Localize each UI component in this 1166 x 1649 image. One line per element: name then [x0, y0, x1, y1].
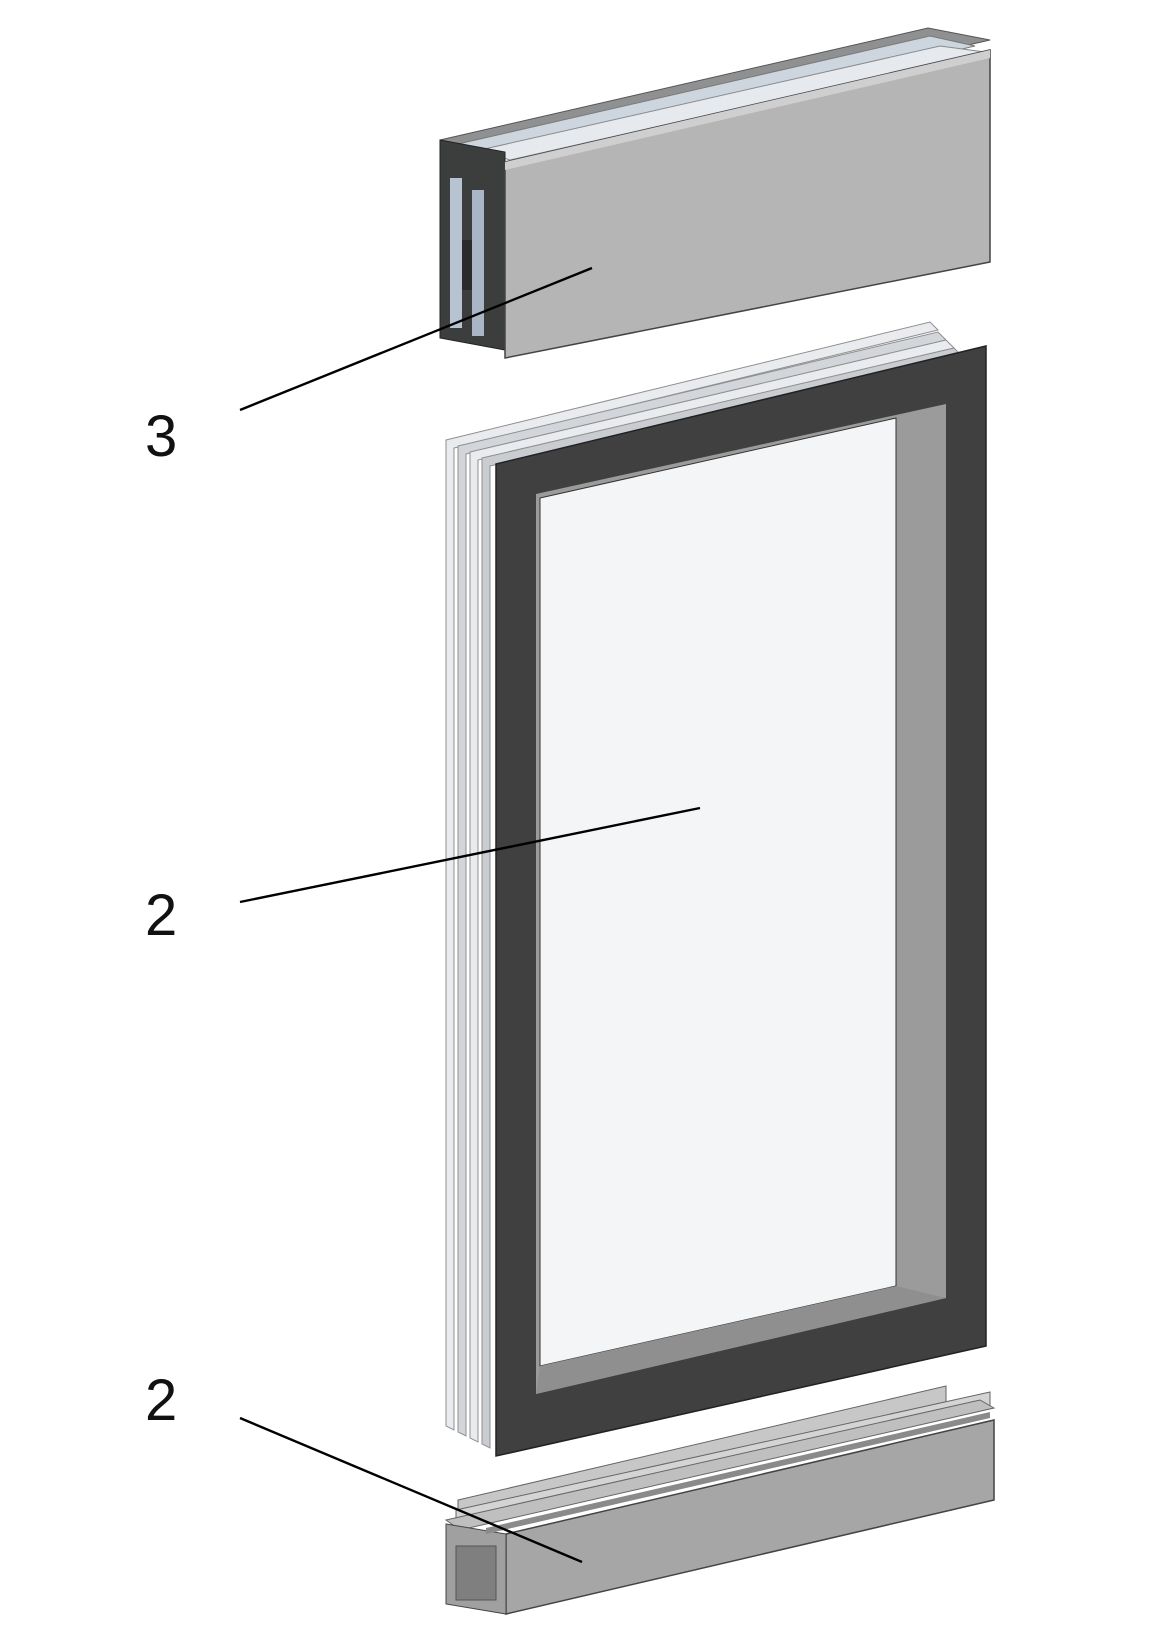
frame-reveal-bottom	[536, 1286, 946, 1394]
profile-layer-4	[481, 347, 963, 1449]
head-end-channel-right	[472, 190, 484, 336]
leader-line-2-sill	[239, 1416, 583, 1564]
head-front-panel-top-edge	[505, 50, 990, 170]
sill-inner-groove	[486, 1412, 990, 1534]
glass-pane	[539, 417, 897, 1367]
profile-layer-2	[457, 331, 947, 1437]
leader-line-2-glass	[239, 806, 701, 904]
leader-line-3	[239, 266, 593, 412]
callout-label-3: 3	[145, 404, 178, 469]
callout-label-2-glass: 2	[145, 883, 178, 948]
framed-glass-panel	[445, 321, 987, 1457]
callout-label-2-sill: 2	[145, 1368, 178, 1433]
head-end-channel-left	[450, 178, 462, 328]
head-profile-assembly	[439, 27, 991, 359]
profile-layer-1	[445, 321, 939, 1431]
head-end-slot	[462, 240, 472, 290]
leader-lines	[239, 266, 701, 1564]
sill-end-hollow	[455, 1545, 497, 1601]
sill-channel	[444, 1385, 996, 1615]
